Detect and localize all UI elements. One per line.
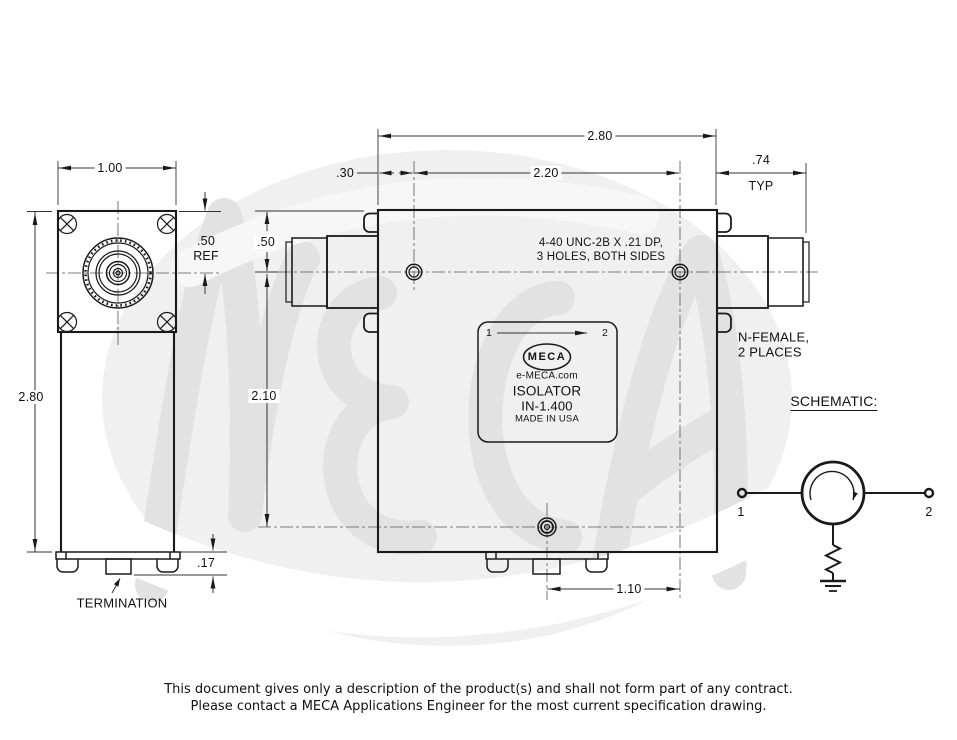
dim-hole-spacing: 2.20: [530, 166, 562, 180]
footer-disclaimer-line2: Please contact a MECA Applications Engin…: [190, 699, 767, 714]
termination-bracket: [55, 551, 181, 575]
tapped-hole-callout-line1: 4-40 UNC-2B X .21 DP,: [538, 237, 664, 249]
dim-left-height: 2.80: [15, 390, 47, 404]
tapped-holes: [405, 263, 689, 537]
extension-lines: [27, 129, 807, 576]
ground-symbol: [820, 579, 846, 592]
label-plate-outline: [477, 321, 618, 443]
flange-screws: [56, 213, 178, 333]
dim-overall-width: 2.80: [584, 129, 616, 143]
flange-outline: [56, 209, 178, 334]
dim-connector-length: .74: [752, 153, 770, 167]
tapped-hole-callout-line2: 3 HOLES, BOTH SIDES: [536, 251, 666, 263]
meca-watermark: [102, 150, 803, 646]
dim-connector-typ: TYP: [748, 179, 774, 193]
plate-website: e-MECA.com: [516, 370, 578, 382]
plate-port-in: 1: [485, 327, 493, 339]
dim-centerline-to-bottom: 2.10: [248, 389, 280, 403]
port1-terminal: [736, 487, 748, 499]
plate-model: IN-1.400: [521, 398, 573, 414]
schematic-title: SCHEMATIC:: [790, 393, 878, 411]
dim-base-height: .17: [197, 556, 215, 570]
termination-leader: [111, 578, 121, 594]
termination-resistor: [823, 544, 843, 574]
dim-hole-offset: .30: [336, 166, 354, 180]
isolator-schematic-symbol: [736, 460, 935, 592]
schematic-port2-label: 2: [925, 505, 933, 519]
plate-logo-text: MECA: [527, 351, 567, 363]
footer-disclaimer-line1: This document gives only a description o…: [164, 682, 793, 697]
meca-logo-ellipse: [522, 343, 572, 371]
dim-bottom-hole-offset: 1.10: [613, 582, 645, 596]
connector-note-line1: N-FEMALE,: [738, 329, 810, 345]
rotation-arrow: [809, 470, 858, 501]
plate-product: ISOLATOR: [512, 383, 582, 399]
plate-origin: MADE IN USA: [515, 413, 579, 425]
centerlines: [46, 161, 818, 600]
plate-port-out: 2: [601, 327, 609, 339]
termination-bracket-front: [485, 551, 609, 575]
dim-flange-ref: REF: [193, 249, 219, 263]
end-view-drawing: [55, 209, 181, 575]
front-view-drawing: [285, 208, 810, 575]
connector-note-line2: 2 PLACES: [738, 344, 802, 360]
dim-top-to-centerline: .50: [254, 235, 278, 249]
dim-flange-height: .50: [197, 234, 215, 248]
dim-left-width: 1.00: [94, 161, 126, 175]
schematic-port1-label: 1: [737, 505, 745, 519]
flange-ears: [363, 212, 732, 333]
port2-terminal: [923, 487, 935, 499]
n-connector-face: [82, 237, 154, 309]
termination-label: TERMINATION: [76, 595, 168, 611]
